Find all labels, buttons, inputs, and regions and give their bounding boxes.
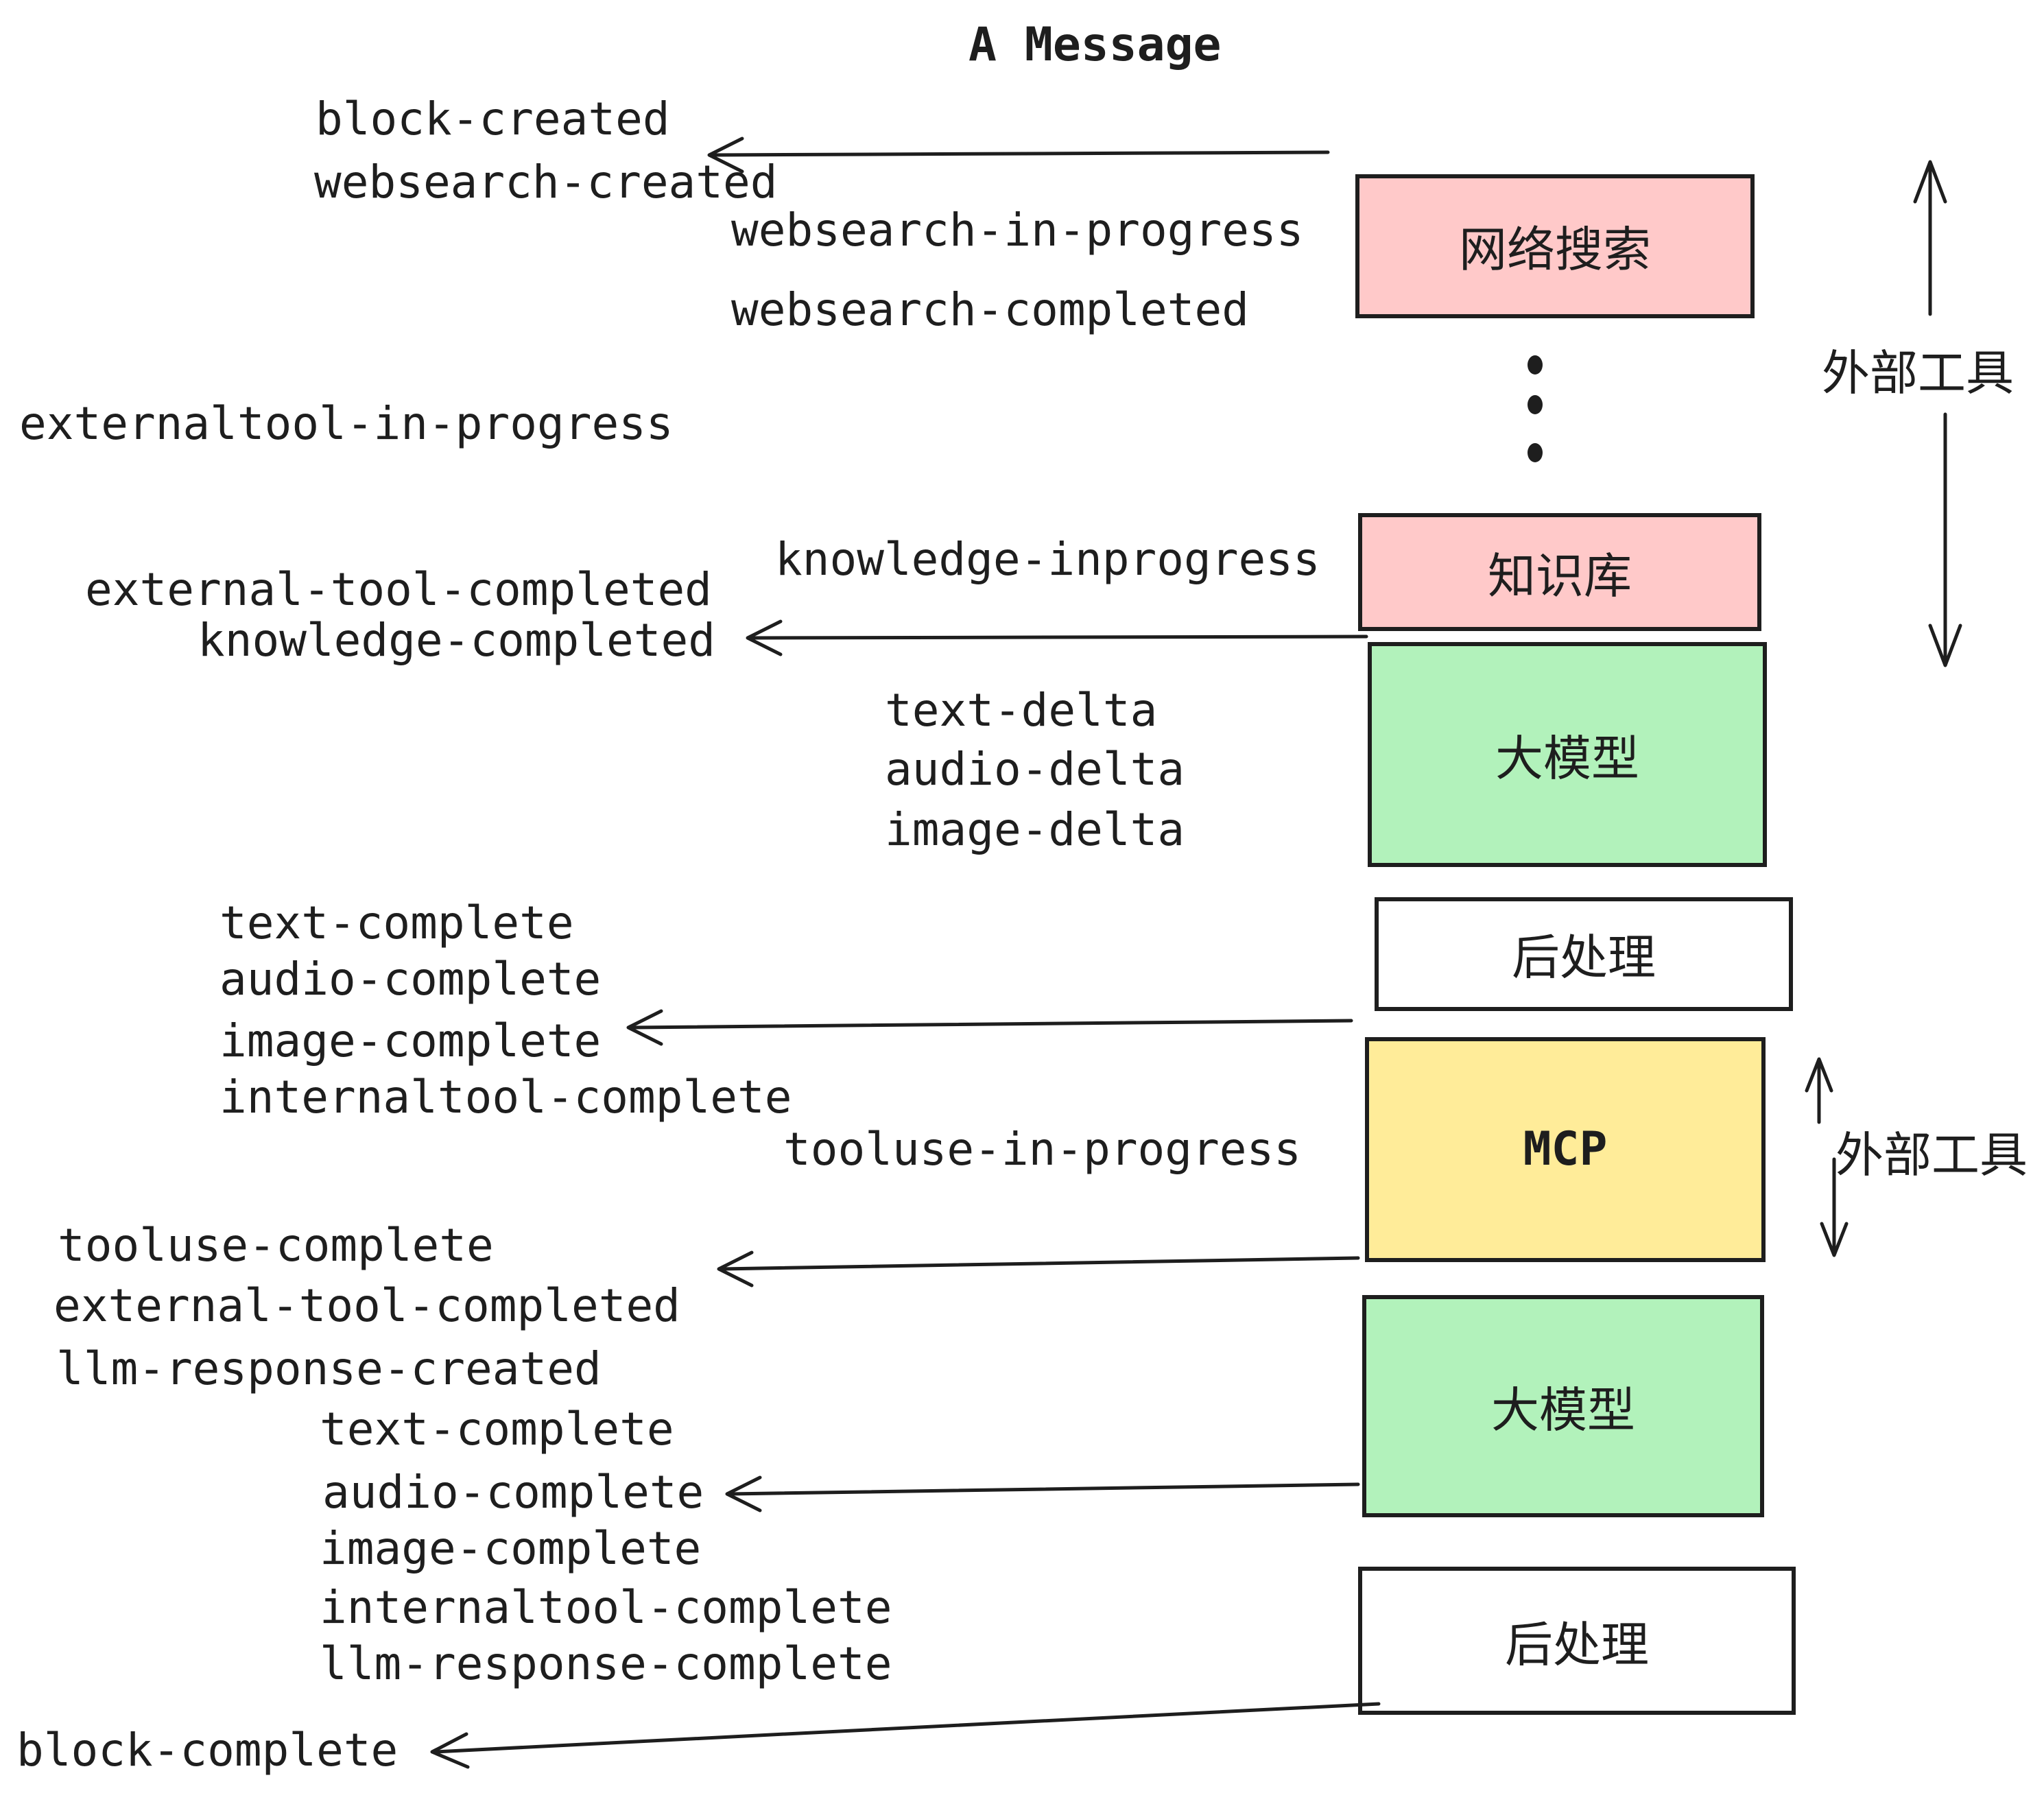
event-label-knowledge-inprogress: knowledge-inprogress [775,532,1320,586]
event-label-text-complete: text-complete [219,896,574,949]
side-label-external-tools-top: 外部工具 [1822,347,2015,402]
arrow-external-tools-up-top [1913,160,1947,316]
event-label-llm-response-created: llm-response-created [56,1342,602,1395]
event-label-tooluse-in-progress: tooluse-in-progress [783,1122,1301,1176]
event-label-block-created: block-created [316,92,670,145]
arrow-knowledge-completed [746,619,1368,656]
event-label-image-complete: image-complete [219,1014,602,1067]
box-websearch: 网络搜索 [1355,174,1755,318]
arrow-tooluse-complete [717,1250,1360,1287]
box-postprocess-2: 后处理 [1358,1567,1796,1715]
ellipsis-dots [1528,355,1543,462]
event-label-internaltool-complete: internaltool-complete [219,1070,792,1124]
event-label-websearch-in-progress: websearch-in-progress [731,203,1304,257]
arrow-websearch-to-block-created [707,137,1330,174]
event-label-external-tool-completed-2: external-tool-completed [54,1279,680,1332]
box-postprocess-1: 后处理 [1375,897,1793,1011]
box-llm-2: 大模型 [1362,1295,1764,1517]
event-label-websearch-completed: websearch-completed [731,283,1249,336]
event-label-audio-complete-2: audio-complete [322,1465,704,1519]
diagram-title: A Message [968,18,1222,73]
box-knowledge-base: 知识库 [1358,513,1761,631]
event-label-external-tool-completed: external-tool-completed [85,562,712,616]
event-label-llm-response-complete: llm-response-complete [320,1637,892,1690]
event-label-text-delta: text-delta [885,683,1158,737]
arrow-internal-complete [626,1009,1353,1046]
arrow-block-complete [430,1702,1381,1769]
event-label-externaltool-in-progress: externaltool-in-progress [19,396,674,450]
event-label-internaltool-complete-2: internaltool-complete [320,1580,892,1634]
side-label-external-tools-bottom: 外部工具 [1835,1129,2028,1184]
box-llm-1: 大模型 [1368,642,1767,867]
event-label-knowledge-completed: knowledge-completed [198,613,715,667]
event-label-image-complete-2: image-complete [320,1521,702,1575]
event-label-audio-complete: audio-complete [219,952,602,1006]
arrow-external-tools-down-top [1928,412,1962,667]
event-label-audio-delta: audio-delta [885,742,1185,796]
arrow-audio-complete [725,1475,1360,1512]
box-mcp: MCP [1365,1037,1766,1262]
event-label-websearch-created: websearch-created [314,155,778,209]
event-label-tooluse-complete: tooluse-complete [58,1218,494,1272]
event-label-block-complete: block-complete [16,1723,399,1777]
event-label-text-complete-2: text-complete [320,1402,674,1456]
arrow-external-tools-up-bottom [1805,1057,1833,1124]
event-label-image-delta: image-delta [885,803,1185,856]
